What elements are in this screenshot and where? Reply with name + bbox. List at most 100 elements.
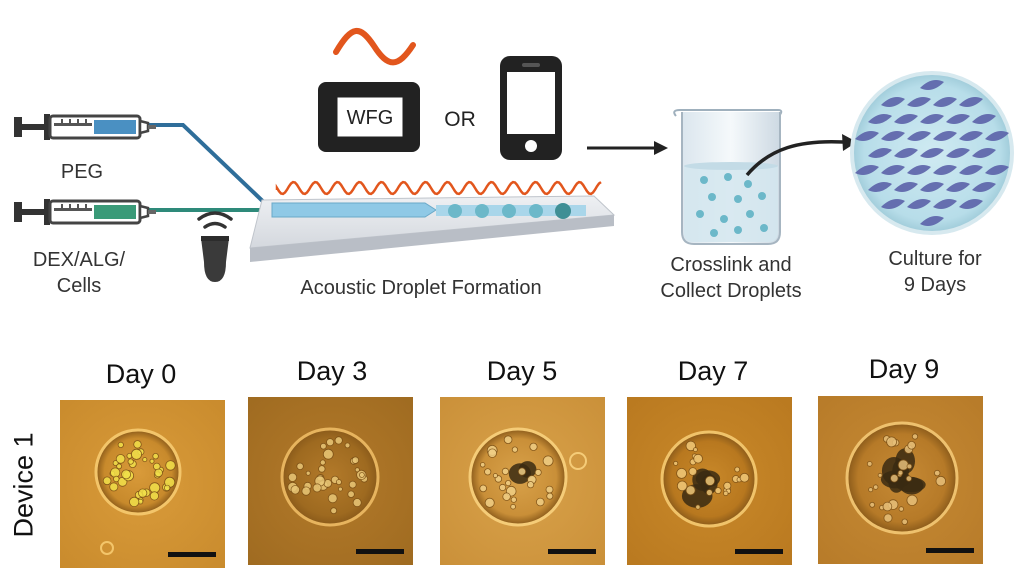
cell — [348, 480, 357, 489]
micrograph-day-7 — [627, 397, 792, 565]
cell — [296, 462, 304, 470]
scale-bar-icon — [548, 549, 596, 554]
cell — [359, 472, 365, 478]
cell — [739, 472, 750, 483]
workflow-schematic — [14, 27, 1014, 282]
cell — [102, 476, 112, 486]
cell — [511, 446, 519, 453]
nine-days-line: 9 Days — [903, 273, 967, 296]
cell — [117, 441, 124, 449]
cell-shape — [868, 114, 892, 124]
cell — [695, 504, 701, 510]
collect-droplets-line: Collect Droplets — [660, 279, 802, 302]
device-1-label: Device 1 — [8, 432, 39, 538]
cell-shape — [881, 131, 905, 141]
cell — [129, 496, 140, 508]
cell-shape — [868, 148, 892, 158]
cell — [734, 466, 741, 473]
syringe-icon — [14, 114, 156, 140]
cell — [142, 457, 148, 463]
cell-shape — [985, 131, 1009, 141]
cell — [301, 486, 311, 496]
cell-shape — [907, 131, 931, 141]
cell — [330, 507, 338, 515]
cell-shape — [894, 114, 918, 124]
cell — [149, 491, 160, 501]
cell — [479, 484, 487, 493]
cell — [116, 463, 122, 470]
cell — [492, 473, 498, 479]
crosslink-collect-label: Crosslink and Collect Droplets — [636, 253, 826, 304]
cell — [502, 492, 511, 501]
cell — [149, 458, 155, 464]
cell — [935, 475, 947, 487]
cell — [933, 469, 941, 477]
cell — [673, 460, 679, 466]
scale-bar-icon — [356, 549, 404, 554]
cell — [866, 461, 873, 467]
cell — [723, 490, 729, 497]
crosslink-line: Crosslink and — [670, 254, 792, 276]
peg-label: PEG — [60, 161, 104, 183]
cell-shape — [972, 114, 996, 124]
cell — [542, 455, 554, 467]
cell-shape — [959, 97, 983, 107]
cell — [685, 440, 697, 452]
cell-shape — [920, 114, 944, 124]
cell — [318, 465, 326, 473]
cell-shape — [920, 182, 944, 192]
cell — [501, 467, 510, 476]
cell — [897, 470, 904, 476]
culture-line: Culture for — [888, 248, 982, 270]
waveform-icon — [333, 27, 416, 66]
cell — [510, 503, 516, 510]
wfg-label: WFG — [346, 107, 394, 129]
dex-alg-label: DEX/ALG/ — [32, 249, 126, 271]
cell — [352, 498, 362, 508]
cell — [480, 462, 486, 468]
cell — [312, 483, 322, 493]
microfluidic-chip — [249, 195, 616, 262]
cell — [545, 485, 554, 494]
micrograph-day-0 — [60, 400, 225, 568]
acoustic-wave — [275, 180, 602, 196]
cell — [693, 453, 703, 464]
cell-shape — [855, 165, 879, 175]
cell — [484, 468, 492, 476]
cell — [121, 469, 131, 480]
acoustic-droplet-formation-label: Acoustic Droplet Formation — [300, 277, 542, 299]
cell-shape — [959, 131, 983, 141]
culture-label: Culture for 9 Days — [860, 247, 1010, 298]
device-1-label-box: Device 1 — [4, 410, 44, 560]
cell-shape — [907, 97, 931, 107]
cell — [109, 482, 119, 492]
cell-shape — [933, 97, 957, 107]
cell-shape — [881, 97, 905, 107]
cell — [536, 497, 545, 507]
scale-bar-icon — [926, 548, 974, 553]
cell — [344, 442, 351, 449]
cell-shape — [972, 182, 996, 192]
cell — [704, 475, 716, 486]
cell — [688, 467, 698, 476]
day-5-label: Day 5 — [486, 356, 558, 386]
cell — [898, 506, 904, 512]
cell — [287, 472, 298, 482]
cell — [905, 475, 913, 482]
micrograph-day-5 — [440, 397, 605, 565]
cell — [115, 454, 126, 464]
cell — [354, 467, 360, 473]
micrograph-day-9 — [818, 396, 983, 564]
or-label: OR — [444, 108, 476, 131]
cell-shape — [946, 148, 970, 158]
cell — [322, 448, 334, 460]
cell-shape — [959, 165, 983, 175]
scale-bar-icon — [168, 552, 216, 557]
cell-shape — [933, 131, 957, 141]
syringe-icon — [14, 199, 156, 225]
dex-alg-cells-label: DEX/ALG/ Cells — [4, 248, 154, 299]
cell — [498, 483, 507, 492]
cell — [152, 453, 159, 460]
cell-shape — [881, 199, 905, 209]
